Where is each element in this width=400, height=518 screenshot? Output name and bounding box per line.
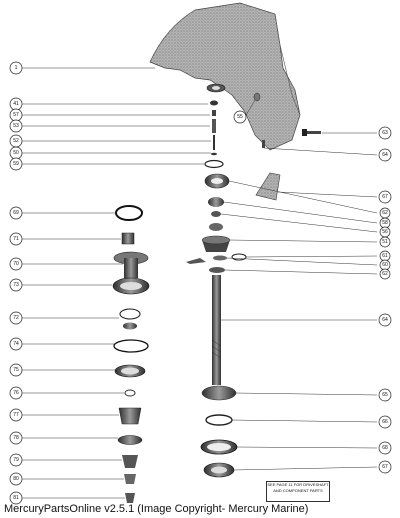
note-line-1: SEE PAGE 11 FOR DRIVESHAFT [267, 482, 329, 487]
callouts-left: 1 41 57 53 52 50 59 69 71 70 73 72 74 75… [9, 61, 23, 505]
callout-68[interactable]: 68 [378, 441, 392, 455]
driveshaft [211, 275, 222, 385]
callout-69[interactable]: 69 [9, 206, 23, 220]
callout-71[interactable]: 71 [9, 232, 23, 246]
upper-small-parts [204, 100, 224, 169]
callout-55[interactable]: 55 [233, 110, 247, 124]
callout-52[interactable]: 52 [9, 134, 23, 148]
svg-text:77: 77 [13, 412, 19, 418]
svg-text:81: 81 [13, 495, 19, 501]
callout-65[interactable]: 65 [378, 388, 392, 402]
callout-57[interactable]: 57 [9, 108, 23, 122]
callout-67-upper[interactable]: 67 [378, 190, 392, 204]
callout-67-lower[interactable]: 67 [378, 460, 392, 474]
svg-text:66: 66 [382, 419, 388, 425]
svg-text:50: 50 [13, 150, 19, 156]
svg-text:56: 56 [382, 229, 388, 235]
callout-1[interactable]: 1 [9, 61, 23, 75]
callout-62-upper[interactable]: 62 [379, 207, 391, 219]
svg-text:64: 64 [382, 317, 388, 323]
svg-text:59: 59 [13, 161, 19, 167]
callout-64-upper[interactable]: 64 [378, 148, 392, 162]
callout-63[interactable]: 63 [378, 126, 392, 140]
svg-text:58: 58 [382, 220, 388, 226]
svg-text:73: 73 [13, 282, 19, 288]
callout-61[interactable]: 61 [379, 250, 391, 262]
svg-text:79: 79 [13, 457, 19, 463]
svg-text:76: 76 [13, 390, 19, 396]
callout-80[interactable]: 80 [9, 472, 23, 486]
svg-text:57: 57 [13, 112, 19, 118]
callout-66[interactable]: 66 [378, 415, 392, 429]
callout-58[interactable]: 58 [379, 217, 391, 229]
svg-text:51: 51 [382, 239, 388, 245]
side-gear [255, 172, 281, 201]
callout-56[interactable]: 56 [379, 226, 391, 238]
svg-text:74: 74 [13, 341, 19, 347]
svg-text:78: 78 [13, 435, 19, 441]
left-column-parts [112, 205, 150, 503]
callout-79[interactable]: 79 [9, 453, 23, 467]
svg-text:53: 53 [13, 123, 19, 129]
callout-73[interactable]: 73 [9, 278, 23, 292]
callout-41[interactable]: 41 [9, 97, 23, 111]
callout-62-lower[interactable]: 62 [379, 268, 391, 280]
svg-text:68: 68 [382, 445, 388, 451]
callout-74[interactable]: 74 [9, 337, 23, 351]
svg-text:75: 75 [13, 367, 19, 373]
svg-text:70: 70 [13, 261, 19, 267]
svg-text:72: 72 [13, 315, 19, 321]
callout-53[interactable]: 53 [9, 119, 23, 133]
svg-text:52: 52 [13, 138, 19, 144]
svg-text:60: 60 [382, 262, 388, 268]
callout-60[interactable]: 60 [379, 259, 391, 271]
svg-text:41: 41 [13, 101, 19, 107]
svg-text:61: 61 [382, 253, 388, 259]
callout-70[interactable]: 70 [9, 257, 23, 271]
callout-81[interactable]: 81 [9, 491, 23, 505]
svg-text:69: 69 [13, 210, 19, 216]
pinion-gear [201, 235, 231, 252]
bearing-carrier [112, 251, 150, 295]
callout-59[interactable]: 59 [9, 157, 23, 171]
callout-75[interactable]: 75 [9, 363, 23, 377]
gear-housing [149, 2, 301, 151]
central-stack [186, 173, 247, 478]
svg-text:71: 71 [13, 236, 19, 242]
svg-text:62: 62 [382, 271, 388, 277]
copyright-footer: MercuryPartsOnline v2.5.1 (Image Copyrig… [4, 503, 309, 515]
leader-lines-right [220, 99, 378, 471]
callout-64-lower[interactable]: 64 [378, 313, 392, 327]
callout-76[interactable]: 76 [9, 386, 23, 400]
svg-text:62: 62 [382, 210, 388, 216]
callout-77[interactable]: 77 [9, 408, 23, 422]
svg-text:64: 64 [382, 152, 388, 158]
note-line-2: AND COMPONENT PARTS [273, 488, 323, 493]
svg-text:65: 65 [382, 392, 388, 398]
svg-text:1: 1 [15, 65, 18, 71]
callout-78[interactable]: 78 [9, 431, 23, 445]
callout-50[interactable]: 50 [9, 146, 23, 160]
svg-text:63: 63 [382, 130, 388, 136]
svg-text:67: 67 [382, 464, 388, 470]
svg-text:80: 80 [13, 476, 19, 482]
svg-text:67: 67 [382, 194, 388, 200]
callout-72[interactable]: 72 [9, 311, 23, 325]
callouts-right: 55 63 64 67 62 58 56 51 61 60 62 64 65 6… [233, 110, 392, 474]
driveshaft-reference-note: SEE PAGE 11 FOR DRIVESHAFT AND COMPONENT… [266, 481, 330, 502]
svg-text:55: 55 [237, 114, 243, 120]
leader-lines-left [22, 67, 211, 499]
housing-bolts [253, 92, 321, 148]
callout-51[interactable]: 51 [379, 236, 391, 248]
